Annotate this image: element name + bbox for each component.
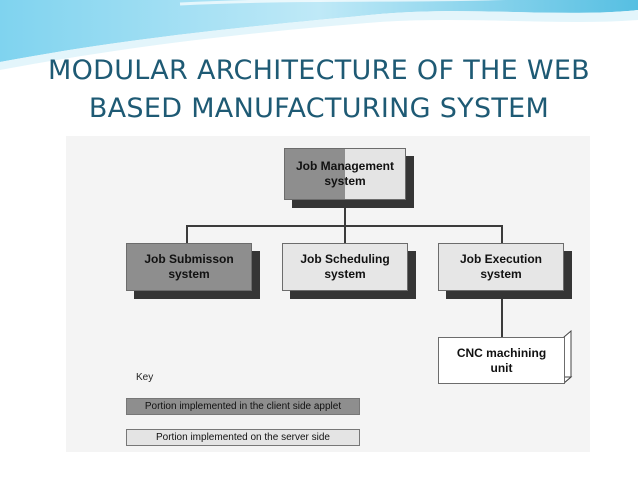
connector-top-vertical [344,203,346,226]
slide-title-line-1: MODULAR ARCHITECTURE OF THE WEB [47,55,591,86]
slide-title: MODULAR ARCHITECTURE OF THE WEB BASED MA… [0,52,638,128]
cnc-machining-unit-box: CNC machining unit [438,337,565,384]
job-scheduling-label-1: Job Scheduling [300,252,390,266]
key-server-label: Portion implemented on the server side [156,432,330,443]
connector-execution-drop [501,225,503,244]
job-management-label-1: Job Management [295,159,394,173]
job-submission-box: Job Submisson system [126,243,252,291]
key-client-label: Portion implemented in the client side a… [144,401,342,412]
job-management-label-2: system [324,174,366,188]
key-server-swatch: Portion implemented on the server side [126,429,360,446]
connector-scheduling-drop [344,225,346,244]
key-client-swatch: Portion implemented in the client side a… [126,398,360,415]
cnc-label-1: CNC machining [456,345,547,360]
job-execution-box: Job Execution system [438,243,564,291]
header-wave-decoration [0,0,638,70]
job-submission-label-1: Job Submisson [144,252,234,266]
job-scheduling-label-2: system [324,267,366,281]
job-management-box: Job Management system [284,148,406,200]
job-execution-label-2: system [480,267,522,281]
connector-submission-drop [186,225,188,244]
cnc-label-2: unit [490,360,513,375]
slide-title-line-2: BASED MANUFACTURING SYSTEM [88,93,550,124]
job-scheduling-box: Job Scheduling system [282,243,408,291]
job-execution-label-1: Job Execution [459,252,542,266]
key-title: Key [136,372,154,383]
job-submission-label-2: system [168,267,210,281]
connector-execution-to-cnc [501,289,503,337]
